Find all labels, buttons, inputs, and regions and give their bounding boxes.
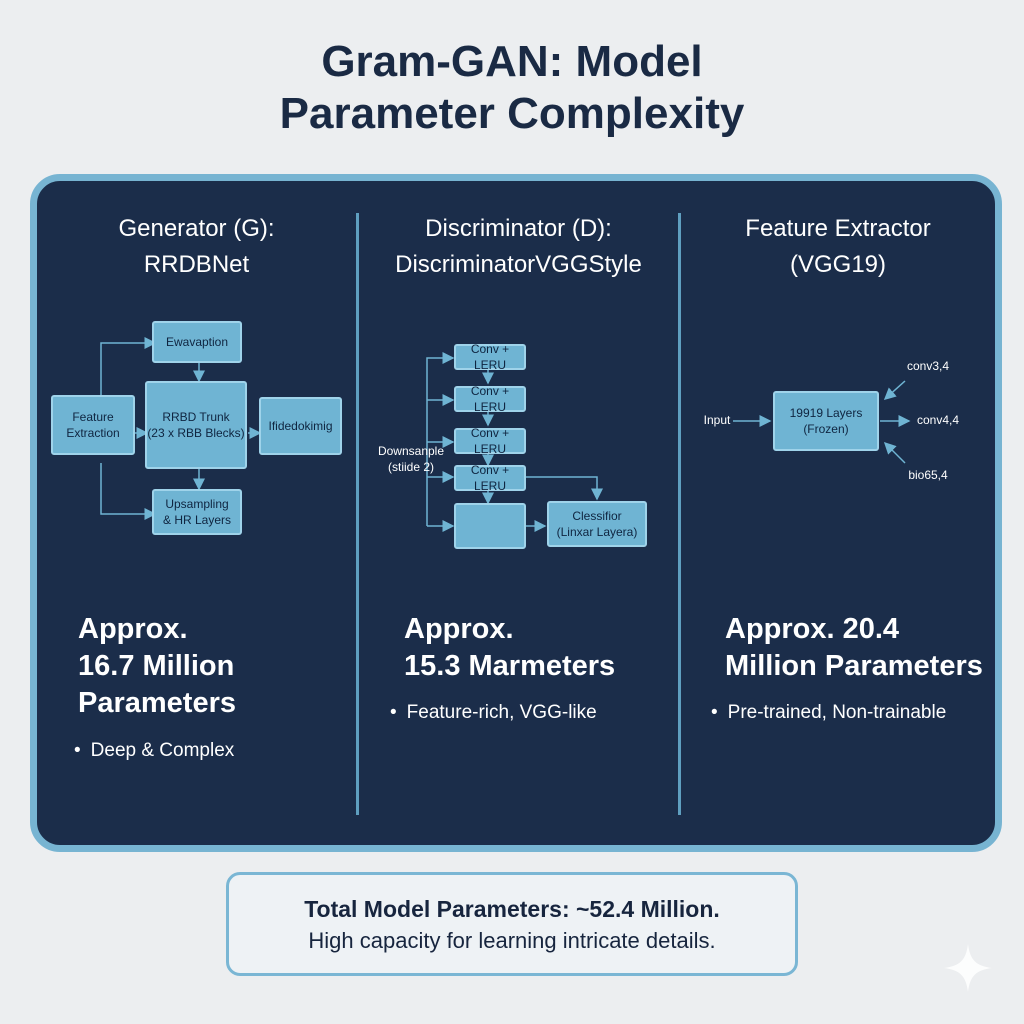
total-params-text: Total Model Parameters: ~52.4 Million. [304, 896, 720, 922]
evaporation-block: Ewavaption [152, 321, 242, 363]
rrdb-trunk-block: RRBD Trunk (23 x RBB Blecks) [145, 381, 247, 469]
downsample-label: Downsanple (stiide 2) [377, 444, 445, 474]
discriminator-params: Approx. 15.3 Marmeters [404, 613, 616, 682]
conv-block-1: Conv + LERU [454, 342, 526, 372]
page-title: Gram-GAN: Model Parameter Complexity [279, 37, 745, 138]
sparkle-icon [944, 944, 992, 992]
total-summary: Total Model Parameters: ~52.4 Million. H… [226, 872, 798, 976]
generator-bullet: •Deep & Complex [74, 740, 235, 761]
bio54-label: bio65,4 [908, 468, 948, 482]
capacity-text: High capacity for learning intricate det… [308, 928, 716, 953]
conv-block-4: Conv + LERU [454, 463, 526, 493]
feature-extractor-title: Feature Extractor (VGG19) [745, 215, 931, 278]
column-divider-1 [356, 213, 359, 815]
conv-block-5 [454, 503, 526, 549]
feature-extractor-bullet: •Pre-trained, Non-trainable [711, 702, 947, 723]
model-panel: Generator (G): RRDBNet [30, 174, 1002, 852]
generator-params: Approx. 16.7 Million Parameters [78, 613, 236, 719]
feature-extraction-block: Feature Extraction [51, 395, 135, 455]
feature-extractor-params: Approx. 20.4 Million Parameters [725, 613, 983, 682]
column-divider-2 [678, 213, 681, 815]
conv44-label: conv4,4 [916, 413, 960, 427]
right-block: Ifidedokimig [259, 397, 342, 455]
conv-block-2: Conv + LERU [454, 384, 526, 414]
classifier-block: Clessifior (Linxar Layera) [547, 501, 647, 547]
conv-block-3: Conv + LERU [454, 426, 526, 456]
input-label: Input [703, 413, 731, 427]
conv34-label: conv3,4 [906, 359, 950, 373]
upsampling-block: Upsampling & HR Layers [152, 489, 242, 535]
vgg19-layers-block: 19919 Layers (Frozen) [773, 391, 879, 451]
discriminator-bullet: •Feature-rich, VGG-like [390, 702, 597, 723]
discriminator-title: Discriminator (D): DiscriminatorVGGStyle [395, 215, 642, 278]
generator-title: Generator (G): RRDBNet [118, 215, 275, 278]
